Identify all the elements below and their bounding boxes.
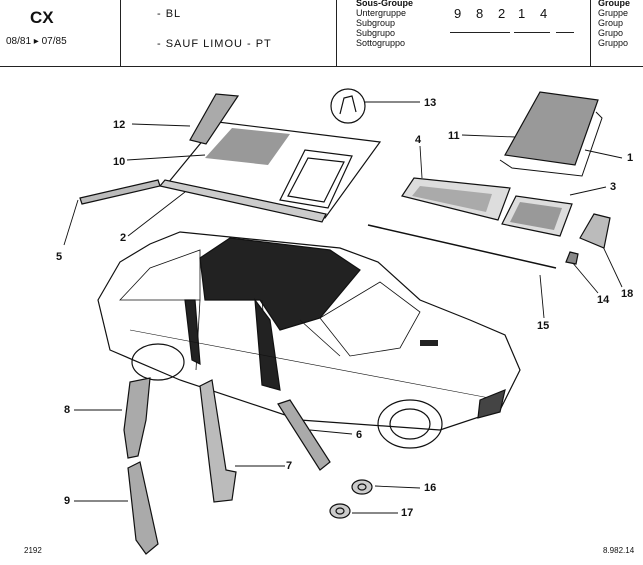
callout-16: 16 <box>424 482 437 494</box>
callout-13: 13 <box>424 97 437 109</box>
grommet-17 <box>329 503 351 519</box>
code-underline <box>450 32 510 33</box>
header-bar: CX 08/81 ▸ 07/85 - BL - SAUF LIMOU - PT … <box>0 0 643 67</box>
code-underline <box>514 32 550 33</box>
pillar-trim-lower <box>127 461 159 555</box>
callout-11: 11 <box>448 130 460 142</box>
callout-12: 12 <box>113 119 126 131</box>
callout-9: 9 <box>64 495 71 507</box>
divider <box>590 0 591 66</box>
callout-14: 14 <box>597 294 610 306</box>
callout-8: 8 <box>64 404 71 416</box>
callout-17: 17 <box>401 507 414 519</box>
car-body <box>97 231 521 449</box>
grommet-16 <box>351 479 373 495</box>
pillar-trim-upper <box>123 377 151 459</box>
divider <box>336 0 337 66</box>
callout-7: 7 <box>286 460 293 472</box>
production-dates: 08/81 ▸ 07/85 <box>6 36 67 47</box>
small-clip <box>565 251 579 265</box>
clip-detail <box>330 88 366 124</box>
exploded-parts-diagram <box>63 88 623 555</box>
sunroof-panel <box>504 91 599 166</box>
model-label: CX <box>30 8 54 27</box>
subgroup-digit: 1 <box>518 6 528 21</box>
callout-1: 1 <box>627 152 634 164</box>
drawing-number: 2192 <box>24 546 42 555</box>
callout-3: 3 <box>610 181 617 193</box>
callout-15: 15 <box>537 320 550 332</box>
subgroup-digit: 4 <box>540 6 550 21</box>
callout-2: 2 <box>120 232 127 244</box>
subgroup-digit: 8 <box>476 6 486 21</box>
callout-6: 6 <box>356 429 363 441</box>
subgroup-digit: 2 <box>498 6 508 21</box>
callout-18: 18 <box>621 288 634 300</box>
group-labels: Groupe Gruppe Group Grupo Gruppo <box>598 0 631 48</box>
subgroup-labels: Sous-Groupe Untergruppe Subgroup Subgrup… <box>356 0 414 48</box>
small-bracket <box>579 213 611 249</box>
trim-rod <box>367 224 557 269</box>
callout-5: 5 <box>56 251 63 263</box>
subgroup-digit: 9 <box>454 6 464 21</box>
callout-10: 10 <box>113 156 126 168</box>
code-underline <box>556 32 574 33</box>
divider <box>120 0 121 66</box>
b-pillar-trim <box>199 379 237 503</box>
sheet-reference: 8.982.14 <box>603 546 635 555</box>
variant-line-2: - SAUF LIMOU - PT <box>157 38 272 50</box>
sunroof-seal <box>499 111 603 177</box>
leader-lines <box>63 101 623 514</box>
callout-4: 4 <box>415 134 422 146</box>
front-strip <box>189 93 240 145</box>
variant-line-1: - BL <box>157 8 182 20</box>
side-strip <box>79 179 161 205</box>
sill-trim <box>277 399 331 471</box>
